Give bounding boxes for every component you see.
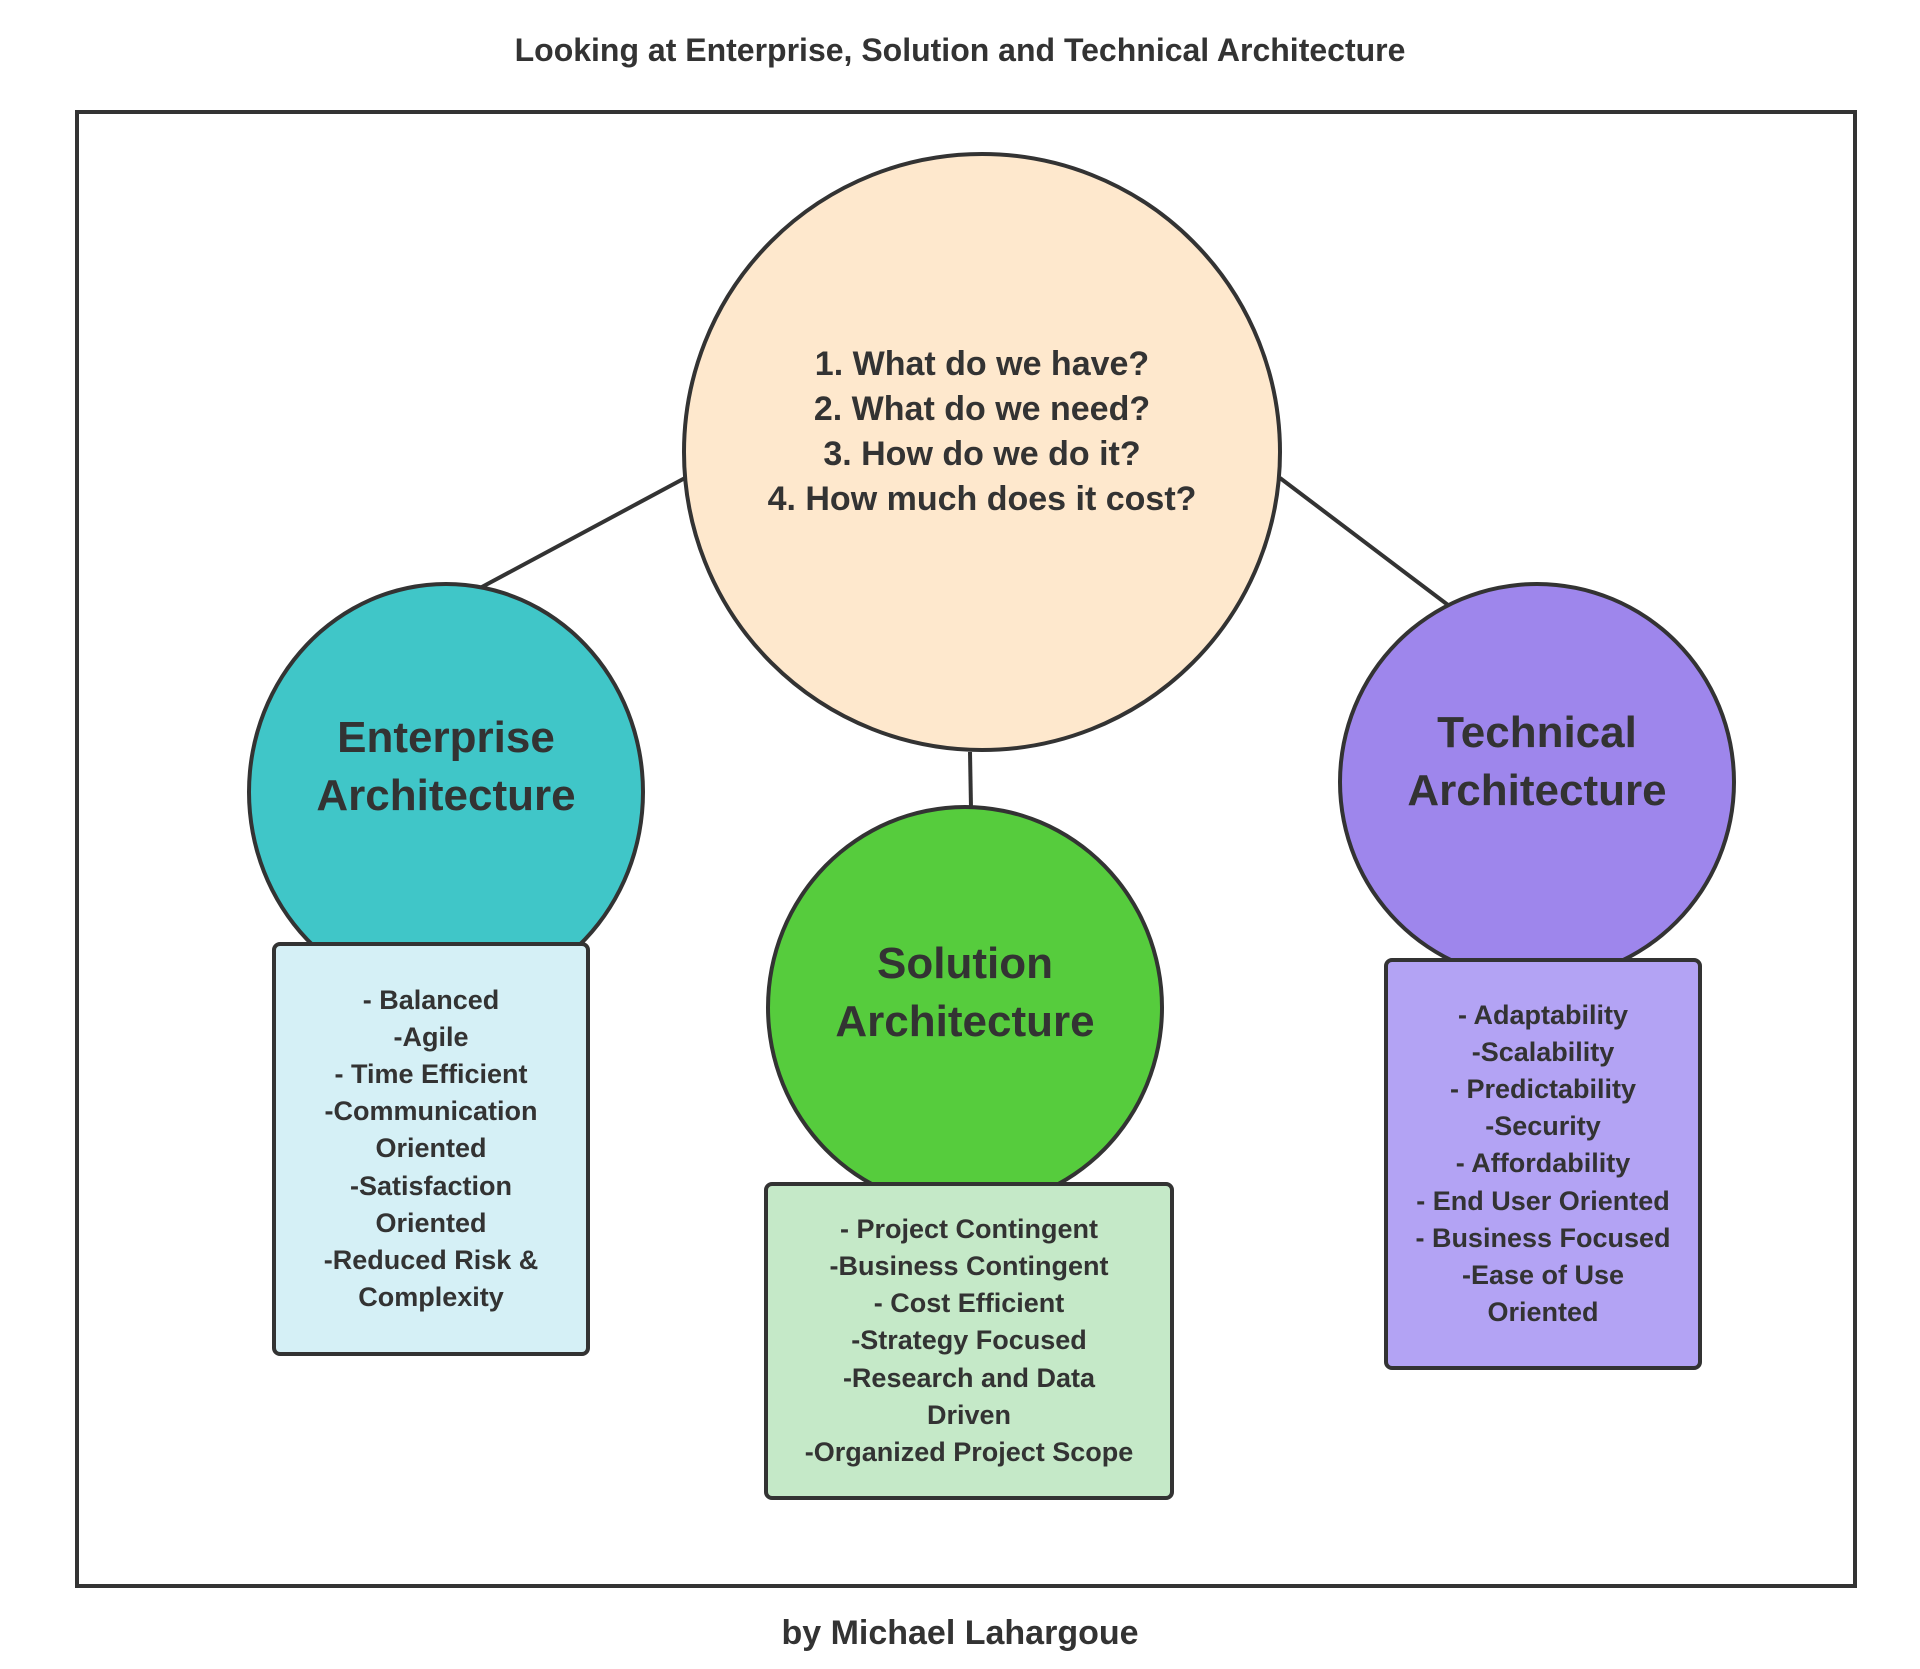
technical-architecture-circle: Technical Architecture [1338, 582, 1736, 982]
solution-trait: - Cost Efficient [873, 1288, 1065, 1319]
solution-heading-line-1: Solution [877, 938, 1053, 988]
solution-trait: -Business Contingent [829, 1250, 1109, 1281]
solution-trait: -Strategy Focused [851, 1325, 1087, 1356]
technical-trait: - Predictability [1449, 1073, 1637, 1104]
author-credit: by Michael Lahargoue [781, 1614, 1139, 1652]
questions-circle: 1. What do we have? 2. What do we need? … [682, 152, 1282, 752]
solution-trait: Driven [926, 1399, 1012, 1430]
solution-trait: -Organized Project Scope [804, 1437, 1134, 1467]
enterprise-trait: -Communication [324, 1096, 538, 1127]
technical-trait: - Business Focused [1415, 1222, 1671, 1253]
technical-traits-box: - Adaptability -Scalability - Predictabi… [1384, 958, 1702, 1370]
solution-traits-box: - Project Contingent -Business Contingen… [764, 1182, 1174, 1500]
technical-trait: -Security [1485, 1111, 1601, 1142]
diagram-title: Looking at Enterprise, Solution and Tech… [514, 32, 1406, 68]
technical-trait: - Adaptability [1457, 999, 1628, 1030]
diagram-frame [75, 110, 1857, 1588]
enterprise-trait: Oriented [375, 1207, 487, 1238]
technical-trait: - Affordability [1455, 1148, 1631, 1179]
question-1: 1. What do we have? [814, 345, 1150, 383]
technical-trait: -Scalability [1471, 1036, 1615, 1067]
question-4: 4. How much does it cost? [767, 480, 1197, 518]
technical-trait: Oriented [1487, 1297, 1599, 1328]
enterprise-trait: - Time Efficient [334, 1058, 528, 1089]
enterprise-architecture-circle: Enterprise Architecture [247, 582, 645, 1002]
solution-trait: -Research and Data [842, 1362, 1096, 1393]
enterprise-heading-line-1: Enterprise [337, 713, 555, 762]
connector-center-technical [1278, 476, 1450, 607]
technical-trait: -Ease of Use [1461, 1260, 1625, 1290]
enterprise-trait: Oriented [375, 1133, 487, 1164]
connector-center-enterprise [479, 476, 686, 590]
enterprise-trait: Complexity [358, 1282, 504, 1313]
enterprise-trait: -Agile [393, 1021, 469, 1052]
solution-heading-line-2: Architecture [835, 996, 1095, 1046]
solution-architecture-circle: Solution Architecture [766, 805, 1164, 1210]
connector-center-solution [968, 751, 973, 809]
technical-trait: - End User Oriented [1416, 1185, 1670, 1216]
enterprise-traits-box: - Balanced -Agile - Time Efficient -Comm… [272, 942, 590, 1356]
enterprise-trait: - Balanced [362, 984, 500, 1015]
enterprise-heading-line-2: Architecture [316, 771, 576, 820]
question-2: 2. What do we need? [813, 390, 1151, 428]
solution-trait: - Project Contingent [840, 1213, 1098, 1244]
question-3: 3. How do we do it? [823, 435, 1141, 473]
technical-heading-line-1: Technical [1437, 708, 1637, 757]
enterprise-trait: -Reduced Risk & [323, 1245, 539, 1275]
technical-heading-line-2: Architecture [1407, 766, 1667, 815]
enterprise-trait: -Satisfaction [349, 1170, 513, 1201]
